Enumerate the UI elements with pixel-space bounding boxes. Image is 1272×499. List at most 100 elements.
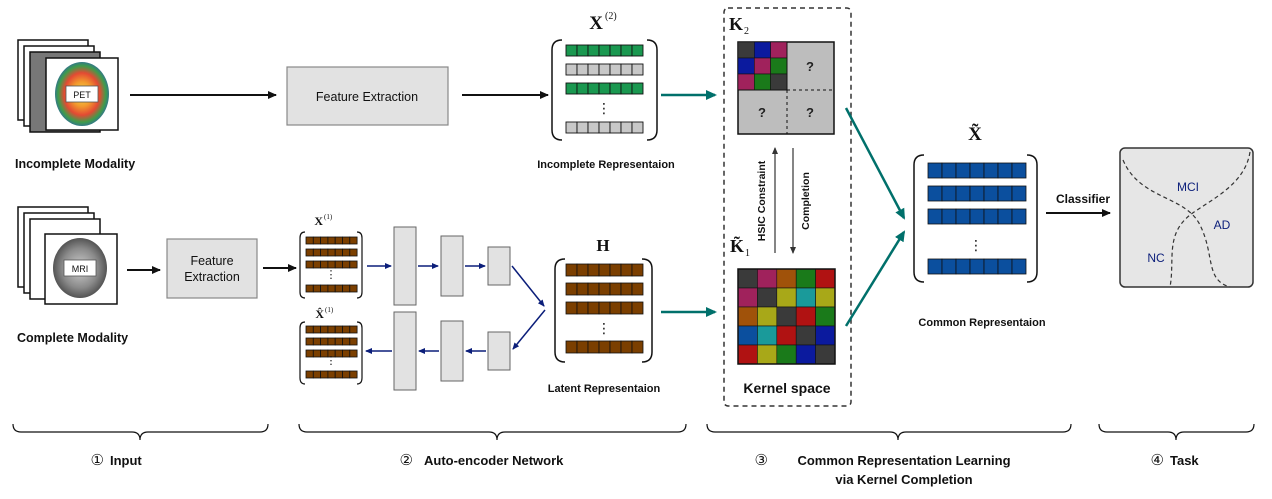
ad-label: AD bbox=[1214, 218, 1231, 232]
matrix-cell bbox=[955, 258, 971, 275]
k2-cell bbox=[770, 57, 788, 75]
x1hat-right-bracket bbox=[356, 321, 363, 385]
matrix-cell bbox=[334, 248, 343, 257]
k1-cell bbox=[737, 268, 758, 289]
k1-cell bbox=[757, 287, 778, 308]
k2-cell bbox=[737, 57, 755, 75]
feature-extraction-top-box bbox=[286, 66, 449, 126]
matrix-cell bbox=[334, 325, 343, 334]
k1-cell bbox=[795, 306, 816, 327]
h-matrix bbox=[565, 263, 644, 354]
matrix-cell bbox=[342, 370, 351, 379]
matrix-cell bbox=[312, 284, 321, 293]
matrix-cell bbox=[997, 208, 1013, 225]
matrix-cell bbox=[342, 349, 351, 358]
matrix-cell bbox=[576, 82, 589, 95]
stage-4-label: Task bbox=[1170, 453, 1199, 468]
k1-matrix bbox=[737, 268, 836, 365]
stage-1-number: ① bbox=[91, 452, 104, 469]
matrix-cell bbox=[1011, 208, 1027, 225]
mci-label: MCI bbox=[1177, 180, 1199, 194]
k2-cell bbox=[770, 41, 788, 59]
complete-modality-label: Complete Modality bbox=[17, 331, 128, 345]
matrix-cell bbox=[997, 258, 1013, 275]
decoder-layer-1 bbox=[393, 311, 417, 391]
encoder-layer-1 bbox=[393, 226, 417, 306]
k1-cell bbox=[795, 287, 816, 308]
matrix-cell bbox=[305, 260, 314, 269]
k1-cell bbox=[737, 306, 758, 327]
matrix-cell bbox=[576, 340, 589, 354]
k1-cell bbox=[815, 306, 836, 327]
matrix-cell bbox=[598, 121, 611, 134]
matrix-cell bbox=[609, 301, 622, 315]
matrix-cell bbox=[305, 370, 314, 379]
matrix-cell bbox=[609, 263, 622, 277]
x1-vdots: ⋮ bbox=[326, 269, 337, 281]
k1-cell bbox=[815, 325, 836, 346]
matrix-cell bbox=[1011, 162, 1027, 179]
k1-subscript: 1 bbox=[745, 248, 750, 259]
x1hat-left-bracket bbox=[299, 321, 306, 385]
matrix-cell bbox=[565, 263, 578, 277]
matrix-cell bbox=[342, 337, 351, 346]
matrix-cell bbox=[983, 258, 999, 275]
matrix-cell bbox=[320, 325, 329, 334]
matrix-cell bbox=[334, 236, 343, 245]
matrix-cell bbox=[312, 370, 321, 379]
matrix-cell bbox=[349, 248, 358, 257]
mri-image-stack: MRI bbox=[17, 206, 118, 305]
k1-cell bbox=[815, 344, 836, 365]
incomplete-representation-label: Incomplete Representaion bbox=[537, 159, 675, 171]
matrix-cell bbox=[969, 162, 985, 179]
matrix-cell bbox=[631, 263, 644, 277]
k2-missing-top-right: ? bbox=[806, 59, 814, 74]
k2-symbol: K bbox=[729, 14, 743, 34]
matrix-cell bbox=[327, 260, 336, 269]
matrix-cell bbox=[969, 185, 985, 202]
matrix-cell bbox=[587, 263, 600, 277]
matrix-cell bbox=[576, 63, 589, 76]
matrix-cell bbox=[969, 258, 985, 275]
matrix-cell bbox=[609, 82, 622, 95]
x2-right-bracket bbox=[646, 39, 658, 141]
k1-cell bbox=[776, 287, 797, 308]
matrix-cell bbox=[587, 121, 600, 134]
matrix-cell bbox=[927, 162, 943, 179]
pet-label: PET bbox=[73, 90, 91, 100]
x1hat-matrix bbox=[305, 325, 358, 379]
k1-cell bbox=[737, 344, 758, 365]
matrix-cell bbox=[312, 248, 321, 257]
k1-cell bbox=[795, 268, 816, 289]
kernel-space-box bbox=[723, 7, 852, 407]
matrix-cell bbox=[927, 208, 943, 225]
matrix-cell bbox=[320, 370, 329, 379]
x2-left-bracket bbox=[551, 39, 563, 141]
common-right-bracket bbox=[1026, 154, 1038, 283]
matrix-cell bbox=[983, 162, 999, 179]
matrix-cell bbox=[598, 263, 611, 277]
k1-cell bbox=[757, 306, 778, 327]
matrix-cell bbox=[620, 263, 633, 277]
k2-missing-bottom-left: ? bbox=[758, 105, 766, 120]
matrix-cell bbox=[983, 185, 999, 202]
x2-superscript: (2) bbox=[605, 11, 617, 22]
matrix-cell bbox=[955, 208, 971, 225]
x2-symbol: X bbox=[589, 13, 603, 34]
matrix-cell bbox=[305, 284, 314, 293]
matrix-cell bbox=[598, 301, 611, 315]
encoder-layer-3 bbox=[487, 246, 511, 286]
matrix-cell bbox=[565, 282, 578, 296]
common-representation-label: Common Representaion bbox=[918, 317, 1045, 329]
completion-label: Completion bbox=[800, 172, 812, 230]
matrix-cell bbox=[620, 82, 633, 95]
matrix-cell bbox=[576, 282, 589, 296]
x1hat-superscript: (1) bbox=[325, 306, 334, 314]
matrix-cell bbox=[576, 301, 589, 315]
matrix-cell bbox=[631, 282, 644, 296]
feature-extraction-bottom-line1: Feature bbox=[190, 254, 233, 268]
matrix-cell bbox=[927, 258, 943, 275]
task-box: MCI AD NC bbox=[1119, 147, 1254, 288]
matrix-cell bbox=[587, 301, 600, 315]
decision-boundary-2 bbox=[1169, 151, 1251, 288]
